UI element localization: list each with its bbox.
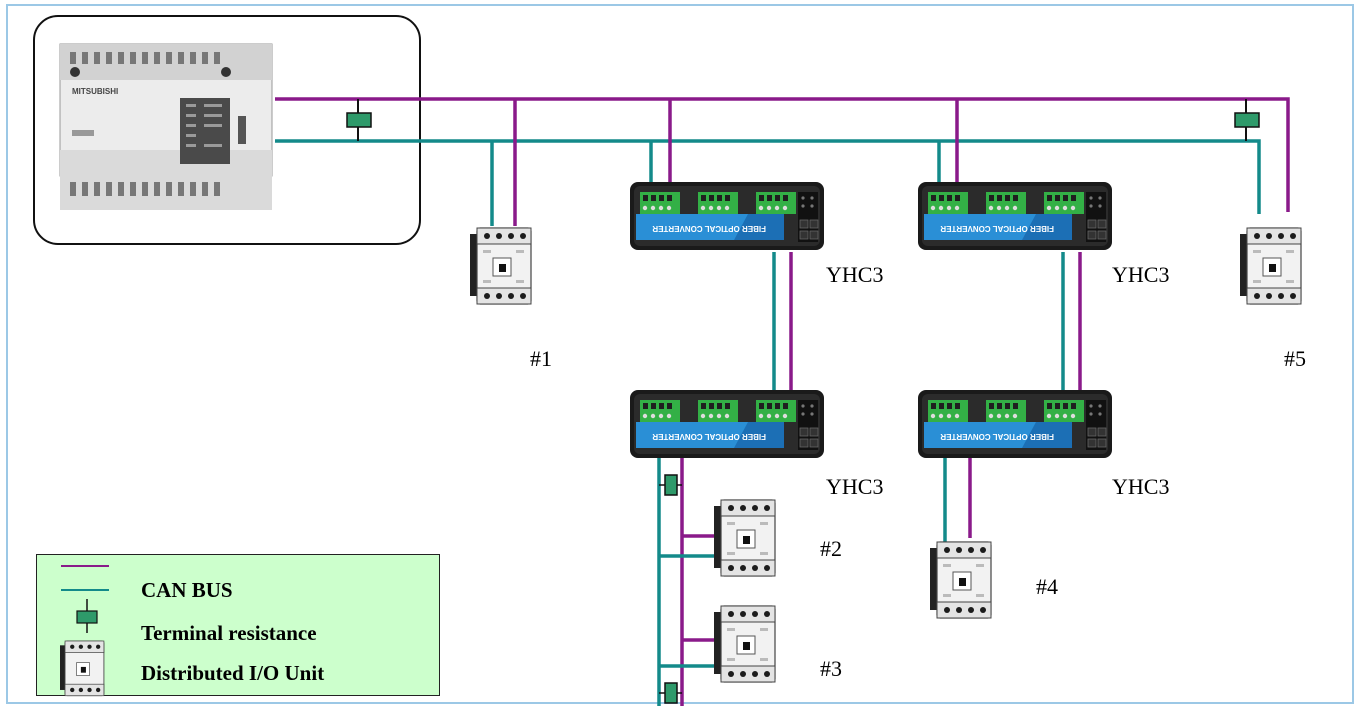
unit-label-4: #4 — [1036, 574, 1058, 599]
fiber-converter-2 — [917, 181, 1113, 251]
unit-label-3: #3 — [820, 656, 842, 681]
legend-terminal-resistance-label: Terminal resistance — [141, 621, 317, 645]
unit-label-1: #1 — [530, 346, 552, 371]
diagram-frame — [6, 4, 1354, 704]
converter-text-1: FIBER OPTICAL CONVERTER — [652, 224, 766, 233]
converter-text-3: FIBER OPTICAL CONVERTER — [652, 432, 766, 441]
io-unit-5 — [1239, 227, 1302, 305]
unit-label-5: #5 — [1284, 346, 1306, 371]
converter-label-2: YHC3 — [1112, 262, 1170, 287]
plc-device: MITSUBISHI — [59, 43, 273, 210]
legend-io-unit-icon — [60, 640, 105, 697]
io-unit-4 — [929, 541, 992, 619]
converter-label-3: YHC3 — [826, 474, 884, 499]
legend-io-unit-label: Distributed I/O Unit — [141, 661, 325, 685]
io-unit-3 — [713, 605, 776, 683]
converter-text-2: FIBER OPTICAL CONVERTER — [940, 224, 1054, 233]
plc-brand: MITSUBISHI — [72, 87, 118, 96]
legend-resistor-icon — [76, 599, 98, 633]
converter-text-4: FIBER OPTICAL CONVERTER — [940, 432, 1054, 441]
legend-box: CAN BUS Terminal resistance Distributed … — [36, 554, 440, 697]
converter-label-1: YHC3 — [826, 262, 884, 287]
fiber-converter-1 — [629, 181, 825, 251]
io-unit-2 — [713, 499, 776, 577]
converter-label-4: YHC3 — [1112, 474, 1170, 499]
legend-icons — [60, 565, 109, 697]
terminal-resistor-1 — [346, 99, 372, 141]
io-unit-1 — [469, 227, 532, 305]
unit-label-2: #2 — [820, 536, 842, 561]
fiber-converter-3 — [629, 389, 825, 459]
fiber-converter-4 — [917, 389, 1113, 459]
terminal-resistor-2 — [1234, 99, 1260, 141]
terminal-resistor-4 — [659, 682, 682, 704]
terminal-resistor-3 — [659, 474, 682, 496]
legend-can-bus-label: CAN BUS — [141, 578, 233, 602]
